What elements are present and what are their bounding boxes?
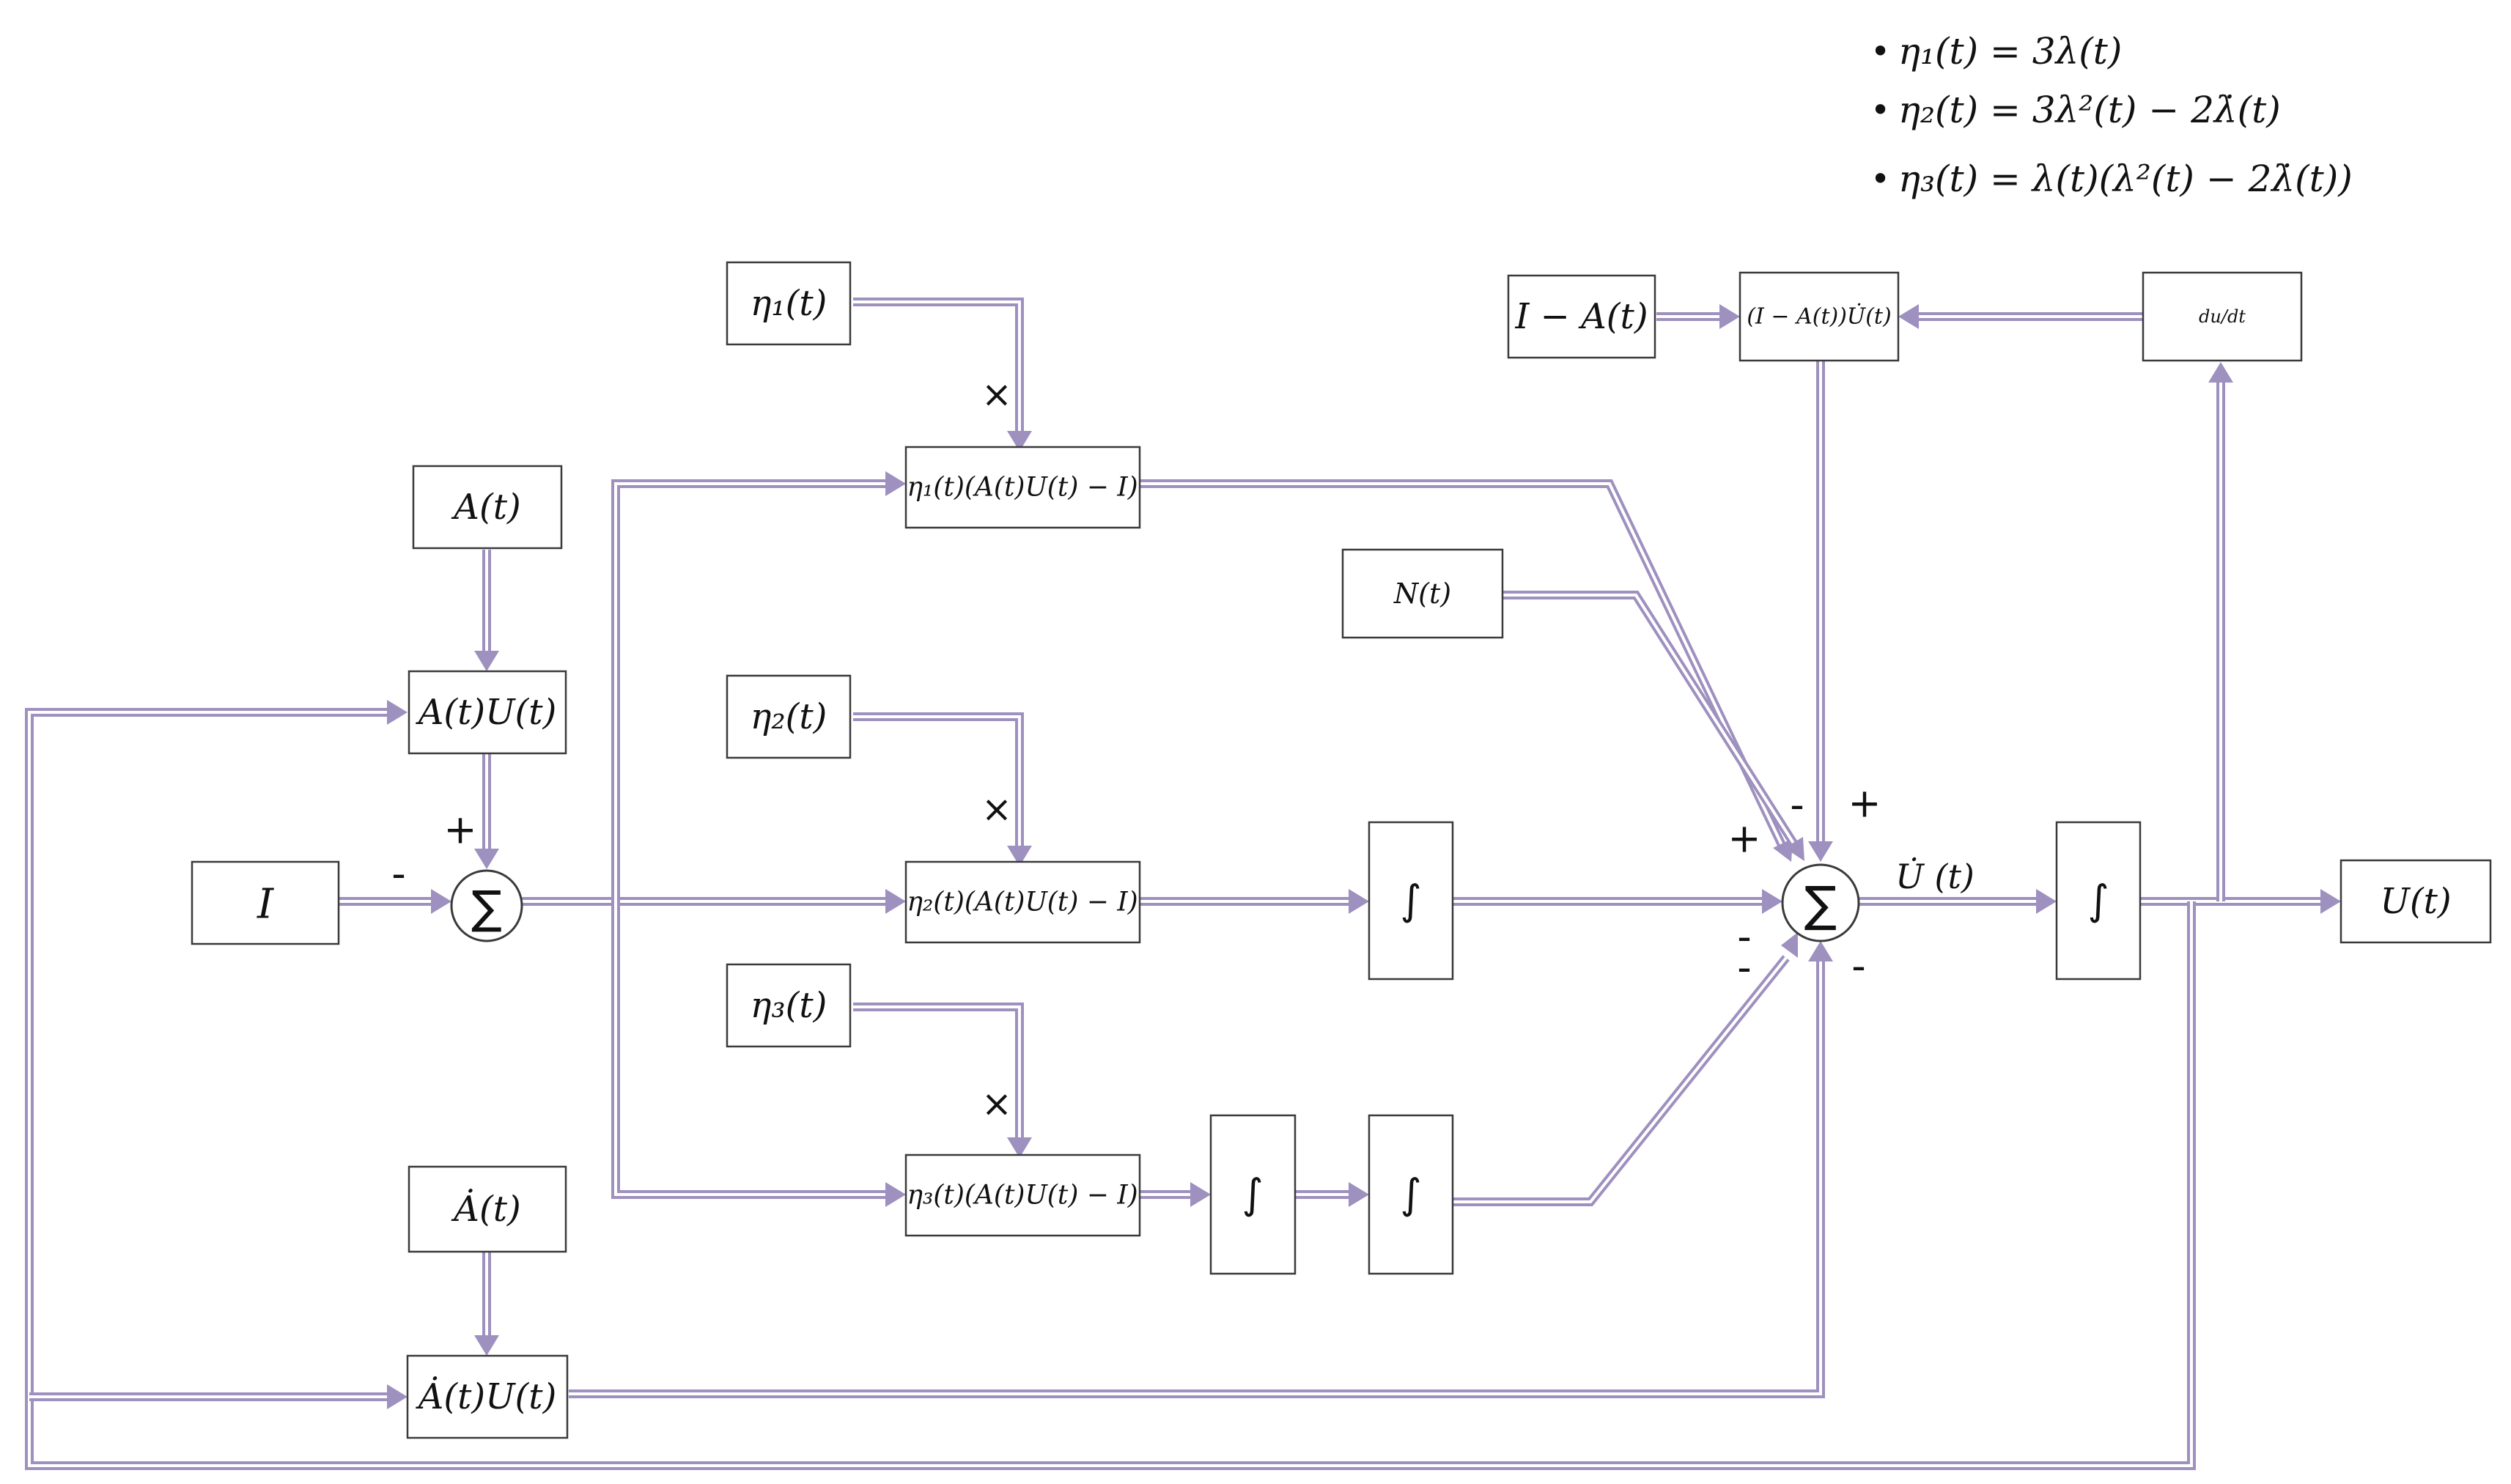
- sign-plus: +: [1848, 780, 1881, 827]
- wire-product2-to-integrator: [1140, 889, 1369, 914]
- block-Adot: Ȧ(t): [408, 1165, 567, 1253]
- wire-sum-to-output-integrator: [1859, 889, 2057, 914]
- block-AU-label: A(t)U(t): [416, 692, 557, 733]
- sign-minus: -: [1790, 782, 1804, 828]
- wire-product1-to-sum: [1140, 479, 1793, 862]
- block-AdotU-label: Ȧ(t)U(t): [416, 1376, 557, 1417]
- wire-integrator-to-sum: [1453, 889, 1782, 914]
- sign-minus: -: [1737, 945, 1752, 991]
- block-product2: η₂(t)(A(t)U(t) − I): [904, 860, 1141, 944]
- sigma-icon: ∑: [1804, 876, 1837, 933]
- block-eta2-label: η₂(t): [751, 696, 827, 737]
- block-IAUdot: (I − A(t))U̇(t): [1738, 271, 1900, 362]
- block-N-label: N(t): [1393, 577, 1451, 610]
- block-eta1: η₁(t): [726, 261, 852, 346]
- block-N: N(t): [1341, 548, 1504, 639]
- wire-IAUdot-to-sum: [1808, 361, 1833, 862]
- block-U: U(t): [2339, 859, 2492, 944]
- sign-minus: -: [391, 851, 406, 897]
- integral-icon: ∫: [1400, 877, 1421, 925]
- blocks: η₁(t) η₂(t) η₃(t) A(t) A(t)U(t) I Ȧ(t) Ȧ…: [191, 261, 2492, 1439]
- wire-integrator-to-integrator: [1295, 1182, 1369, 1207]
- block-IAUdot-label: (I − A(t))U̇(t): [1747, 303, 1891, 329]
- times-icon: ×: [981, 788, 1012, 830]
- sign-plus: +: [443, 807, 476, 853]
- wire-branch-to-product1: [611, 471, 906, 901]
- wire-sum-to-product2: [522, 889, 906, 914]
- block-integrator-out: ∫: [2055, 821, 2142, 981]
- block-product3: η₃(t)(A(t)U(t) − I): [904, 1153, 1141, 1237]
- block-eta3: η₃(t): [726, 963, 852, 1048]
- wire-N-to-sum: [1502, 591, 1804, 861]
- wire-U-feedback-to-AdotU: [29, 1384, 408, 1409]
- block-product3-label: η₃(t)(A(t)U(t) − I): [907, 1181, 1137, 1211]
- wire-dudt-to-IAUdot: [1898, 304, 2143, 329]
- block-I: I: [191, 860, 340, 945]
- sign-minus: -: [1737, 914, 1752, 960]
- integral-icon: ∫: [2087, 877, 2109, 925]
- block-A: A(t): [412, 465, 563, 550]
- block-I-label: I: [257, 881, 275, 929]
- equation-1: η₁(t) = 3λ(t): [1898, 30, 2122, 73]
- block-IminusA: I − A(t): [1507, 274, 1656, 359]
- wire-double-integrator-to-sum: [1453, 932, 1798, 1206]
- sign-plus: +: [1728, 816, 1760, 862]
- block-dudt: du/dt: [2142, 271, 2303, 362]
- wire-eta2-to-product2: [853, 712, 1032, 866]
- equations-legend: • η₁(t) = 3λ(t) • η₂(t) = 3λ²(t) − 2λ̇(t…: [1870, 30, 2353, 200]
- times-icon: ×: [981, 1082, 1012, 1125]
- wire-AU-to-sum: [474, 753, 499, 869]
- signs: + - × × × - + + - - - U̇ (t): [391, 373, 1974, 1125]
- times-icon: ×: [981, 373, 1012, 416]
- wire-AdotU-to-sum: [569, 941, 1833, 1398]
- block-integrator-mid: ∫: [1368, 821, 1454, 981]
- wire-eta1-to-product1: [853, 298, 1032, 451]
- equation-3: η₃(t) = λ(t)(λ²(t) − 2λ̇(t)): [1898, 158, 2353, 200]
- wire-branch-to-product3: [611, 901, 906, 1207]
- wire-integrator-to-U: [2140, 889, 2341, 914]
- wire-I-to-sum: [339, 889, 451, 914]
- sigma-icon: ∑: [471, 881, 502, 934]
- equation-2: η₂(t) = 3λ²(t) − 2λ̇(t): [1898, 89, 2281, 131]
- integral-icon: ∫: [1400, 1171, 1421, 1219]
- block-AU: A(t)U(t): [408, 670, 567, 755]
- wire-IminusA-to-IAUdot: [1656, 304, 1740, 329]
- block-integrator-low1: ∫: [1209, 1114, 1297, 1275]
- wire-A-to-AU: [474, 550, 499, 671]
- block-product2-label: η₂(t)(A(t)U(t) − I): [907, 887, 1137, 918]
- block-Adot-label: Ȧ(t): [451, 1188, 520, 1230]
- bullet-icon: •: [1870, 159, 1890, 199]
- bullet-icon: •: [1870, 32, 1890, 71]
- block-eta3-label: η₃(t): [751, 985, 827, 1026]
- integral-icon: ∫: [1242, 1171, 1263, 1219]
- block-dudt-label: du/dt: [2199, 306, 2246, 327]
- block-integrator-low2: ∫: [1368, 1114, 1454, 1275]
- wire-tap-to-dudt: [2208, 362, 2233, 901]
- signal-wires: [25, 298, 2341, 1470]
- block-product1-label: η₁(t)(A(t)U(t) − I): [907, 473, 1137, 503]
- block-IminusA-label: I − A(t): [1514, 296, 1648, 337]
- signal-udot-label: U̇ (t): [1895, 857, 1974, 896]
- wire-product3-to-integrator: [1140, 1182, 1211, 1207]
- block-A-label: A(t): [451, 487, 520, 528]
- block-AdotU: Ȧ(t)U(t): [406, 1354, 569, 1439]
- block-eta1-label: η₁(t): [751, 283, 827, 324]
- block-product1: η₁(t)(A(t)U(t) − I): [904, 446, 1141, 529]
- wire-eta3-to-product3: [853, 1003, 1032, 1158]
- sign-minus: -: [1851, 943, 1866, 989]
- block-eta2: η₂(t): [726, 674, 852, 759]
- summing-junction-left: ∑: [450, 869, 523, 942]
- block-U-label: U(t): [2380, 881, 2451, 922]
- wire-Adot-to-AdotU: [474, 1252, 499, 1356]
- summing-junction-right: ∑: [1781, 863, 1860, 942]
- bullet-icon: •: [1870, 90, 1890, 130]
- wire-U-feedback: [25, 700, 2196, 1470]
